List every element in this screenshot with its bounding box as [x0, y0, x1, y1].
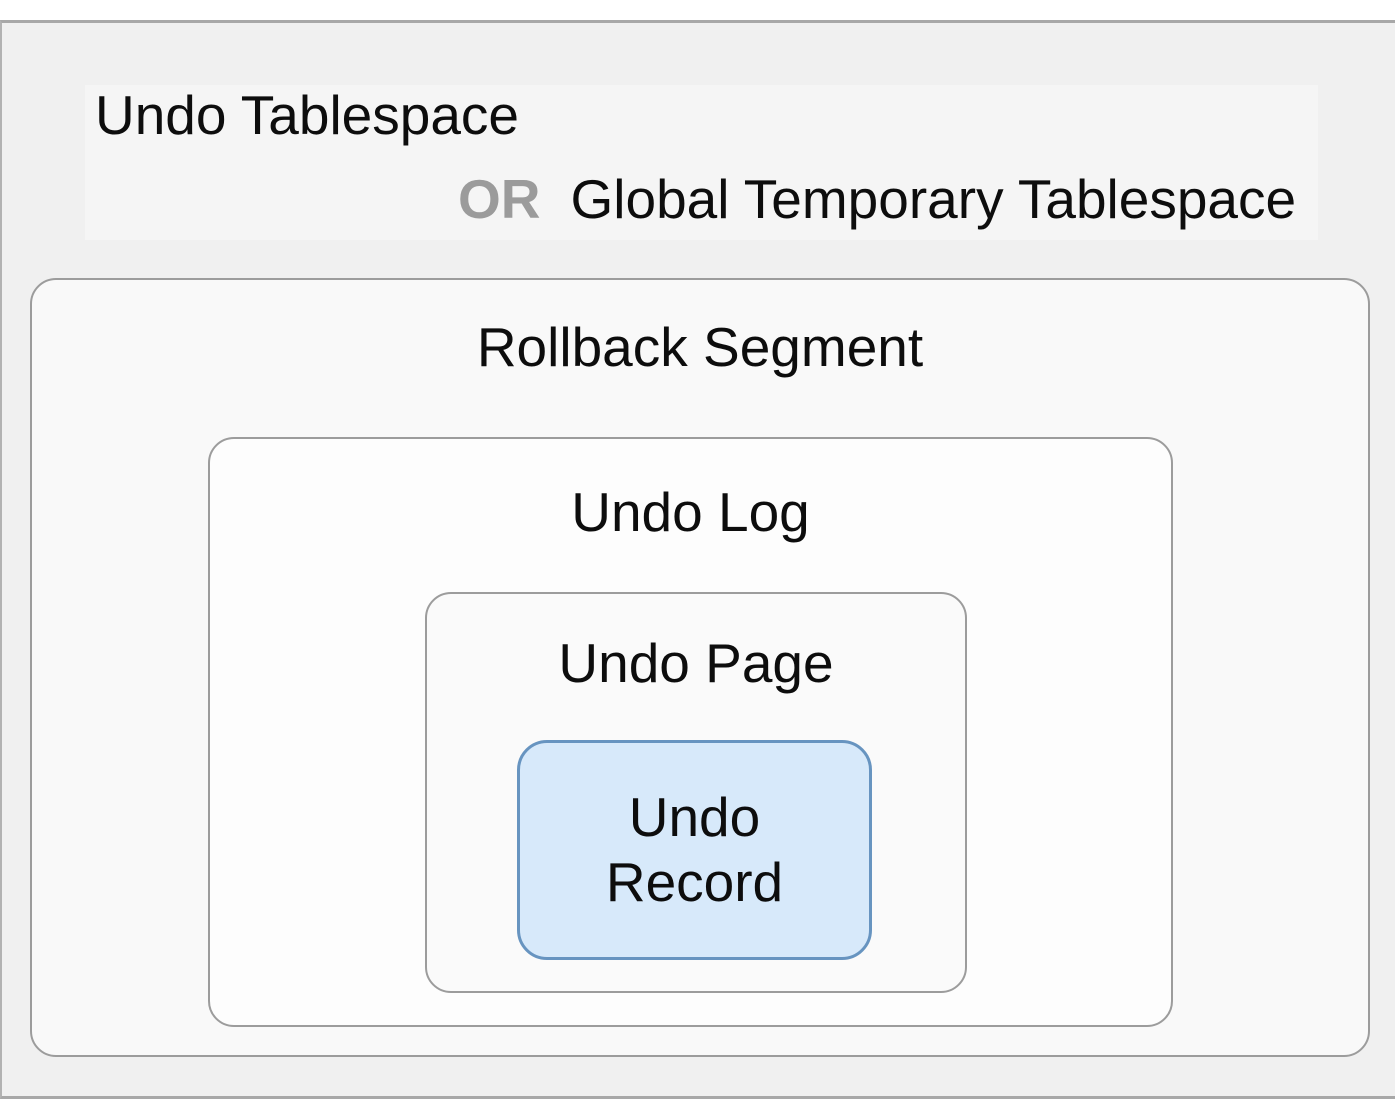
or-label: OR [458, 168, 541, 230]
alternative-title-row: OR Global Temporary Tablespace [458, 168, 1296, 230]
tablespace-container: Undo Tablespace OR Global Temporary Tabl… [0, 20, 1395, 1099]
tablespace-title-band [85, 85, 1318, 240]
undo-record-box: Undo Record [517, 740, 872, 960]
undo-tablespace-label: Undo Tablespace [95, 84, 520, 146]
undo-log-box: Undo Log Undo Page Undo Record [208, 437, 1173, 1027]
undo-record-label-line1: Undo [628, 786, 761, 848]
undo-page-label: Undo Page [558, 632, 834, 694]
rollback-segment-box: Rollback Segment Undo Log Undo Page Undo… [30, 278, 1370, 1057]
rollback-segment-label: Rollback Segment [476, 316, 924, 378]
undo-record-label-line2: Record [605, 851, 784, 913]
undo-log-label: Undo Log [571, 481, 810, 543]
undo-page-box: Undo Page Undo Record [425, 592, 967, 993]
global-temporary-tablespace-label: Global Temporary Tablespace [570, 168, 1297, 230]
